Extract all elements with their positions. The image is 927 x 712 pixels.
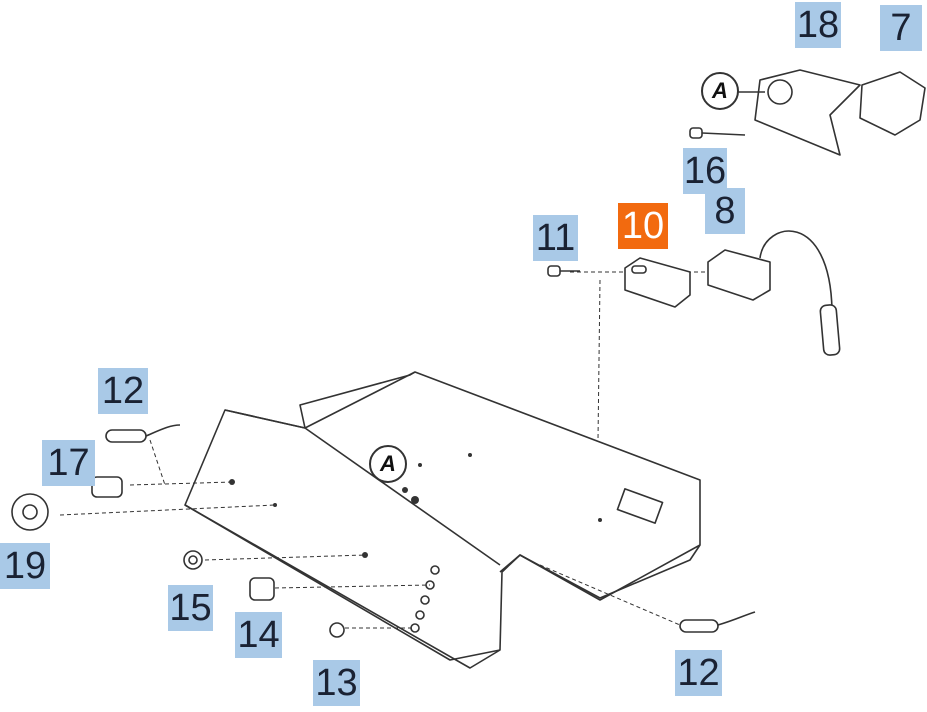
part-13-cap (329, 622, 345, 638)
callout-8[interactable]: 8 (705, 188, 745, 234)
callout-12-bottom[interactable]: 12 (675, 650, 722, 696)
callout-11[interactable]: 11 (533, 215, 578, 261)
callout-7[interactable]: 7 (880, 5, 922, 51)
part-19-knob (11, 493, 49, 531)
callout-13[interactable]: 13 (313, 660, 360, 706)
part-17-bushing (91, 476, 123, 498)
callout-15[interactable]: 15 (168, 585, 213, 631)
part-16-screw (689, 127, 746, 139)
part-15-nut (183, 550, 203, 570)
callout-19[interactable]: 19 (0, 543, 50, 589)
callout-10-highlighted[interactable]: 10 (618, 203, 668, 249)
callout-12-top[interactable]: 12 (98, 368, 148, 414)
part-10-block (624, 257, 691, 308)
reference-mark-a-top: A (701, 72, 739, 110)
tray-part (184, 371, 701, 669)
callout-17[interactable]: 17 (42, 440, 95, 486)
part-14-bushing (249, 577, 275, 601)
callout-14[interactable]: 14 (235, 612, 282, 658)
callout-16[interactable]: 16 (683, 148, 727, 194)
callout-18[interactable]: 18 (795, 2, 841, 48)
reference-mark-a-tray: A (369, 445, 407, 483)
part-12-top-pin (105, 424, 181, 443)
part-18-bracket (738, 69, 861, 156)
part-7-switch (859, 71, 926, 136)
part-8-sensor (707, 230, 841, 356)
part-11-screw (547, 265, 580, 277)
part-12-bottom-pin (679, 611, 756, 633)
